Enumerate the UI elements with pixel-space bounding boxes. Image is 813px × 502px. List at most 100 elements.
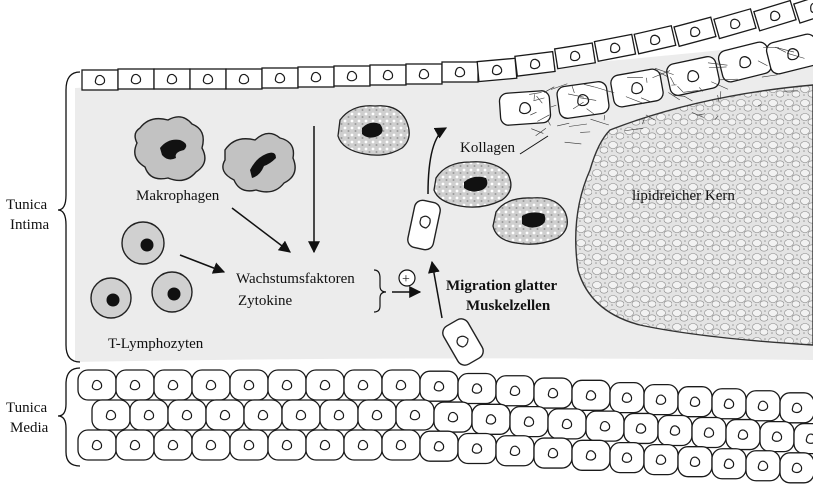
smooth-muscle-cell (78, 370, 116, 400)
smooth-muscle-cell (746, 451, 780, 481)
smooth-muscle-cell (396, 400, 434, 430)
t-lymphocyte (152, 272, 192, 312)
plus-sign: + (402, 272, 410, 287)
smooth-muscle-cell (116, 430, 154, 460)
smooth-muscle-cell (192, 370, 230, 400)
endothelial-cell (298, 67, 334, 87)
smooth-muscle-cell (510, 407, 548, 437)
smooth-muscle-cell (586, 411, 624, 441)
endothelial-cell (370, 65, 406, 85)
smooth-muscle-cell (458, 433, 496, 463)
smooth-muscle-cell (154, 430, 192, 460)
smooth-muscle-cell (306, 430, 344, 460)
smooth-muscle-cell (130, 400, 168, 430)
smooth-muscle-cell (78, 430, 116, 460)
smooth-muscle-cell (420, 371, 458, 401)
smooth-muscle-cell (678, 387, 712, 417)
smooth-muscle-cell (794, 424, 813, 454)
smooth-muscle-cell (230, 430, 268, 460)
lipid-core-label: lipidreicher Kern (632, 188, 735, 204)
smooth-muscle-cell (760, 422, 794, 452)
smooth-muscle-cell (344, 370, 382, 400)
endothelial-cell (334, 66, 370, 86)
smooth-muscle-cell (320, 400, 358, 430)
media-brace (58, 368, 80, 466)
smooth-muscle-cell (268, 370, 306, 400)
smooth-muscle-cell (726, 420, 760, 450)
t-lymphocyte-label: T-Lymphozyten (108, 336, 204, 352)
endothelial-cell (477, 58, 517, 81)
tunica-media-label-1: Tunica (6, 400, 47, 416)
smooth-muscle-cell (496, 376, 534, 406)
smooth-muscle-cell (192, 430, 230, 460)
smooth-muscle-cell (644, 385, 678, 415)
endothelial-cell (634, 26, 676, 54)
tunica-media-label-2: Media (10, 420, 49, 436)
wachstumsfaktoren-label: Wachstumsfaktoren (236, 271, 355, 287)
smooth-muscle-cell (572, 440, 610, 470)
cap-cell (556, 81, 610, 120)
endothelial-cell (594, 34, 635, 61)
macrophage-label: Makrophagen (136, 188, 220, 204)
smooth-muscle-cell (382, 430, 420, 460)
endothelial-cell (406, 64, 442, 84)
cap-cell (499, 90, 551, 125)
endothelial-cell (714, 9, 756, 39)
smooth-muscle-cell (268, 430, 306, 460)
smooth-muscle-cell (712, 449, 746, 479)
smooth-muscle-cell (116, 370, 154, 400)
smooth-muscle-cell (746, 391, 780, 421)
foam-cell (338, 106, 409, 155)
smooth-muscle-cell (534, 378, 572, 408)
smooth-muscle-cell (306, 370, 344, 400)
smooth-muscle-cell (154, 370, 192, 400)
zytokine-label: Zytokine (238, 293, 292, 309)
smooth-muscle-cell (572, 380, 610, 410)
smooth-muscle-cell (548, 409, 586, 439)
foam-cell (434, 162, 511, 207)
endothelial-cell (190, 69, 226, 89)
smooth-muscle-cell (692, 418, 726, 448)
smooth-muscle-cell (168, 400, 206, 430)
smooth-muscle-cell (658, 415, 692, 445)
smooth-muscle-cell (712, 389, 746, 419)
smooth-muscle-cell (344, 430, 382, 460)
smooth-muscle-cell (496, 436, 534, 466)
t-lymphocyte (122, 222, 164, 264)
endothelial-cell (118, 69, 154, 89)
migration-label-line1: Migration glatter (446, 278, 558, 294)
endothelial-cell (442, 62, 478, 82)
smooth-muscle-cell (678, 447, 712, 477)
smooth-muscle-cell (780, 453, 813, 483)
smooth-muscle-cell (206, 400, 244, 430)
smooth-muscle-cell (358, 400, 396, 430)
smooth-muscle-cell (534, 438, 572, 468)
endothelial-cell (82, 70, 118, 90)
smooth-muscle-cell (92, 400, 130, 430)
smooth-muscle-cell (382, 370, 420, 400)
smooth-muscle-cell (780, 393, 813, 423)
endothelial-cell (515, 52, 555, 76)
tunica-intima-label-1: Tunica (6, 197, 47, 213)
smooth-muscle-cell (458, 373, 496, 403)
smooth-muscle-cell (610, 443, 644, 473)
smooth-muscle-cell (472, 404, 510, 434)
smooth-muscle-cell (282, 400, 320, 430)
kollagen-label: Kollagen (460, 140, 515, 156)
smooth-muscle-cell (230, 370, 268, 400)
endothelial-cell (226, 69, 262, 89)
smooth-muscle-cell (420, 431, 458, 461)
tunica-intima-label-2: Intima (10, 217, 49, 233)
endothelial-cell (262, 68, 298, 88)
foam-cell (493, 198, 567, 244)
endothelial-cell (154, 69, 190, 89)
smooth-muscle-cell (644, 445, 678, 475)
smooth-muscle-cell (244, 400, 282, 430)
smooth-muscle-cell (610, 383, 644, 413)
smooth-muscle-cell (434, 402, 472, 432)
tunica-media-layer (78, 370, 813, 483)
endothelial-cell (674, 17, 716, 46)
migration-label-line2: Muskelzellen (466, 298, 551, 314)
smooth-muscle-cell (624, 413, 658, 443)
